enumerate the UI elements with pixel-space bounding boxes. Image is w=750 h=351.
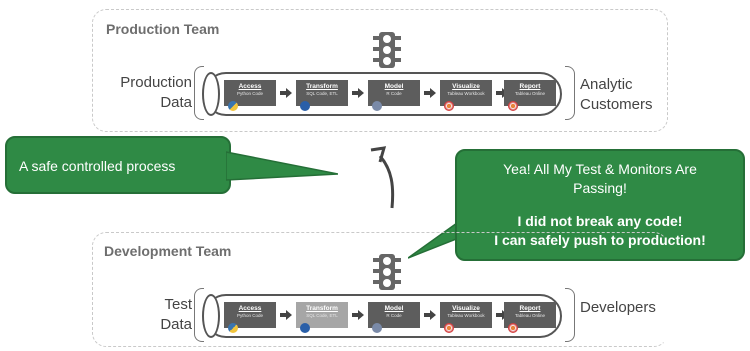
stage-title: Model (384, 305, 404, 312)
safe-process-callout: A safe controlled process (5, 136, 231, 194)
no-break-line: I did not break any code! (517, 213, 683, 229)
left-bracket (194, 66, 204, 120)
stage-subtitle: Tableau Online (514, 91, 546, 96)
production-team-title: Production Team (106, 21, 220, 37)
development-team-box (92, 232, 668, 347)
stage-subtitle: Tableau Online (514, 313, 546, 318)
stage-report: Report Tableau Online (504, 80, 556, 111)
stage-model: Model R Code (368, 302, 420, 333)
pipeline-end (202, 294, 220, 338)
stage-title: Visualize (452, 83, 480, 90)
arrow-right-icon (352, 310, 364, 320)
traffic-light-icon (373, 32, 401, 68)
tableau-icon (444, 323, 454, 333)
production-pipeline: Access Python Code Transform SQL Code, E… (202, 72, 562, 116)
stage-title: Visualize (452, 305, 480, 312)
production-data-text: Production Data (120, 74, 192, 111)
development-pipeline: Access Python Code Transform SQL Code, E… (202, 294, 562, 338)
stage-report: Report Tableau Online (504, 302, 556, 333)
pipeline-end (202, 72, 220, 116)
stage-subtitle: Tableau Workbook (447, 313, 485, 318)
left-bracket (194, 288, 204, 342)
tests-passing-line: Yea! All My Test & Monitors Are Passing! (503, 161, 697, 196)
stage-title: Transform (306, 83, 338, 90)
tableau-icon (444, 101, 454, 111)
safe-push-line: I can safely push to production! (494, 232, 706, 248)
development-team-title: Development Team (104, 243, 232, 259)
stage-transform: Transform SQL Code, ETL (296, 80, 348, 111)
stage-subtitle: Python Code (236, 91, 264, 96)
stage-title: Model (384, 83, 404, 90)
analytic-customers-text: Analytic Customers (580, 76, 653, 113)
test-data-text: Test Data (160, 296, 192, 333)
production-data-label: Production Data (110, 73, 192, 113)
stage-visualize: Visualize Tableau Workbook (440, 80, 492, 111)
stage-subtitle: SQL Code, ETL (306, 313, 338, 318)
python-icon (228, 101, 238, 111)
right-bracket (565, 66, 575, 120)
arrow-right-icon (424, 88, 436, 98)
stage-access: Access Python Code (224, 80, 276, 111)
callout-pointer (226, 151, 338, 181)
r-icon (372, 323, 382, 333)
stage-model: Model R Code (368, 80, 420, 111)
stage-title: Access (238, 83, 262, 90)
test-data-label: Test Data (110, 295, 192, 335)
stage-access: Access Python Code (224, 302, 276, 333)
stage-transform: Transform SQL Code, ETL (296, 302, 348, 333)
stage-visualize: Visualize Tableau Workbook (440, 302, 492, 333)
arrow-right-icon (352, 88, 364, 98)
callout-pointer (408, 218, 464, 259)
stage-title: Access (238, 305, 262, 312)
curved-up-arrow-icon (370, 146, 395, 209)
tableau-icon (508, 323, 518, 333)
etl-icon (300, 323, 310, 333)
stage-subtitle: Python Code (236, 313, 264, 318)
developers-label: Developers (580, 298, 670, 318)
stage-subtitle: R Code (386, 91, 402, 96)
arrow-right-icon (424, 310, 436, 320)
python-icon (228, 323, 238, 333)
analytic-customers-label: Analytic Customers (580, 75, 662, 115)
traffic-light-icon (373, 254, 401, 290)
stage-title: Report (519, 83, 541, 90)
stage-subtitle: Tableau Workbook (447, 91, 485, 96)
r-icon (372, 101, 382, 111)
arrow-right-icon (280, 88, 292, 98)
developers-text: Developers (580, 299, 656, 316)
tableau-icon (508, 101, 518, 111)
stage-subtitle: R Code (386, 313, 402, 318)
tests-passing-callout: Yea! All My Test & Monitors Are Passing!… (455, 149, 745, 261)
right-bracket (565, 288, 575, 342)
etl-icon (300, 101, 310, 111)
production-team-box (92, 9, 668, 132)
stage-subtitle: SQL Code, ETL (306, 91, 338, 96)
arrow-right-icon (280, 310, 292, 320)
safe-process-text: A safe controlled process (19, 158, 176, 174)
stage-title: Report (519, 305, 541, 312)
stage-title: Transform (306, 305, 338, 312)
